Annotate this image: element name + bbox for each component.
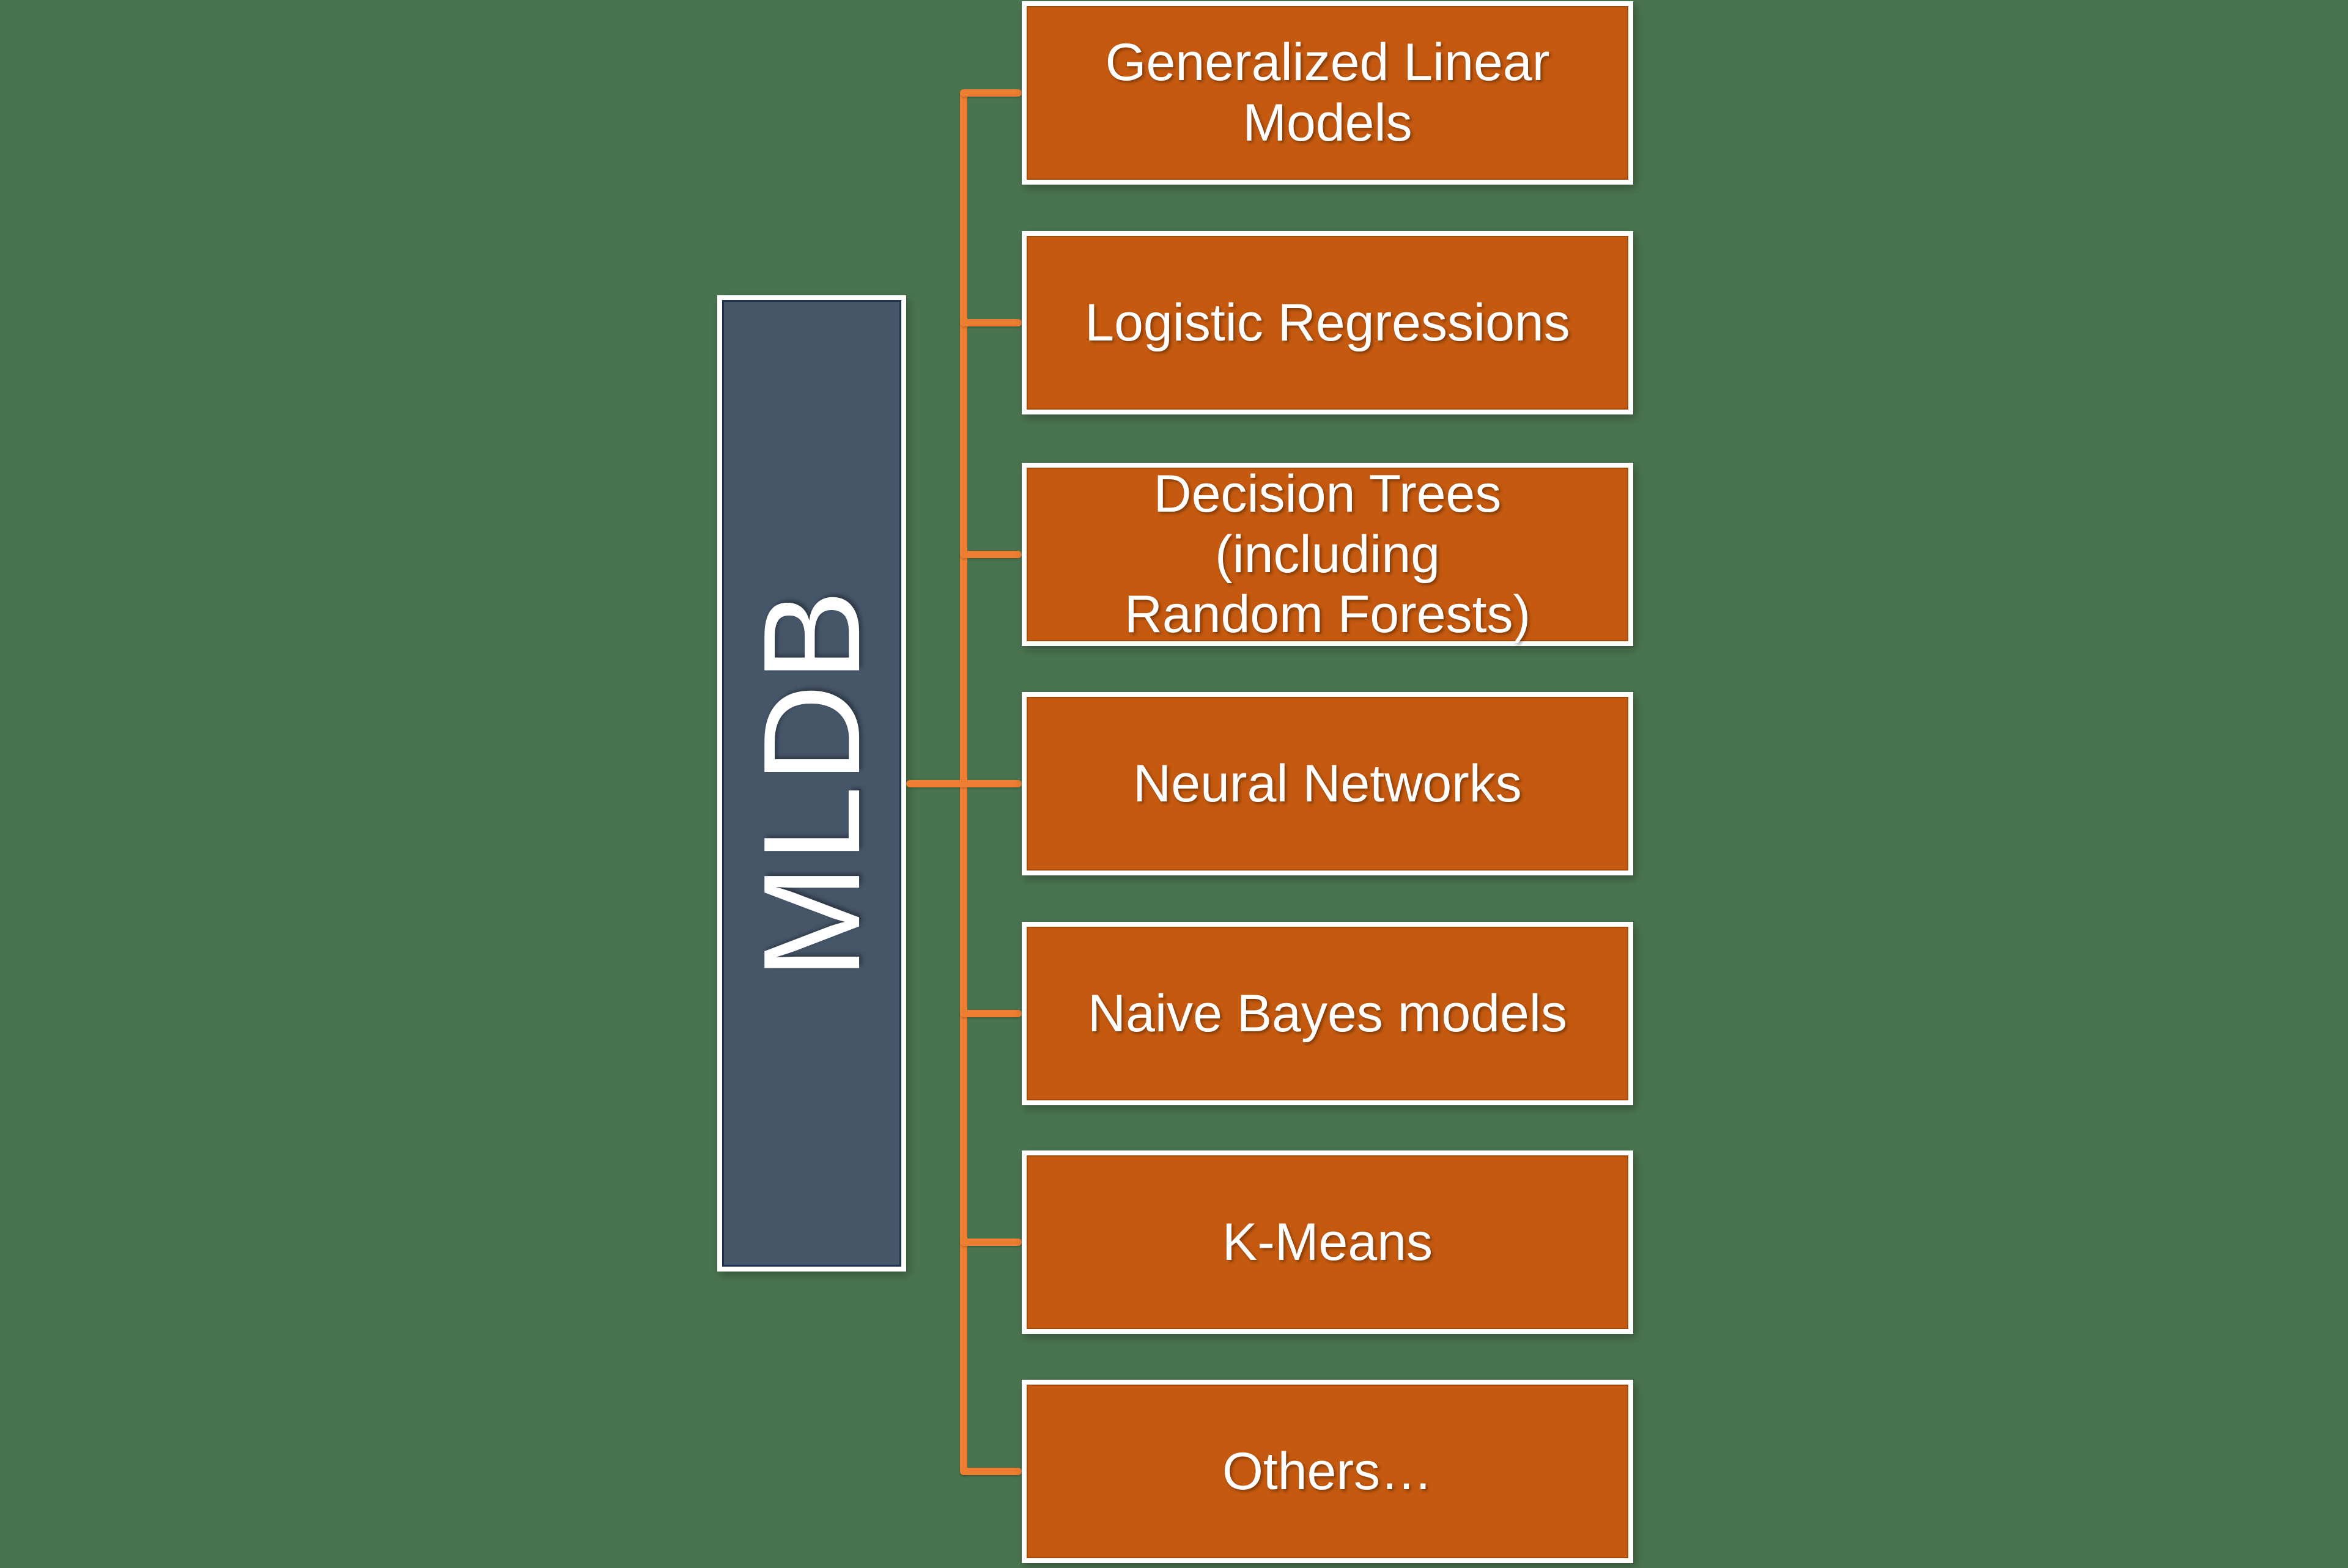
node-body: Naive Bayes models	[1027, 927, 1628, 1100]
branch-connector-6	[960, 1239, 1022, 1246]
branch-connector-7	[960, 1468, 1022, 1475]
branch-connector-root-stem	[906, 780, 1022, 787]
node-body: Logistic Regressions	[1027, 236, 1628, 410]
branch-connector-5	[960, 1010, 1022, 1017]
node-body: K-Means	[1027, 1155, 1628, 1329]
branch-connector-3	[960, 551, 1022, 558]
branch-connector-1	[960, 89, 1022, 97]
node-label: Logistic Regressions	[1085, 293, 1570, 352]
node-label: Generalized Linear Models	[1105, 33, 1550, 152]
node-generalized-linear-models: Generalized Linear Models	[1022, 1, 1633, 185]
node-label: K-Means	[1222, 1212, 1433, 1272]
node-decision-trees: Decision Trees (including Random Forests…	[1022, 463, 1633, 646]
node-others: Others…	[1022, 1380, 1633, 1563]
node-k-means: K-Means	[1022, 1150, 1633, 1334]
node-naive-bayes-models: Naive Bayes models	[1022, 922, 1633, 1105]
node-label: Others…	[1222, 1441, 1433, 1501]
branch-connector-2	[960, 319, 1022, 326]
node-body: Decision Trees (including Random Forests…	[1027, 465, 1628, 644]
node-body: Others…	[1027, 1385, 1628, 1558]
node-body: Generalized Linear Models	[1027, 6, 1628, 180]
node-label: Naive Bayes models	[1088, 984, 1567, 1043]
node-label: Neural Networks	[1133, 754, 1522, 813]
root-node-mldb: MLDB	[717, 295, 906, 1272]
node-logistic-regressions: Logistic Regressions	[1022, 231, 1633, 414]
root-node-label: MLDB	[734, 587, 888, 980]
root-node-body: MLDB	[722, 300, 901, 1267]
node-label: Decision Trees (including Random Forests…	[1124, 464, 1531, 644]
node-neural-networks: Neural Networks	[1022, 692, 1633, 875]
node-body: Neural Networks	[1027, 697, 1628, 870]
